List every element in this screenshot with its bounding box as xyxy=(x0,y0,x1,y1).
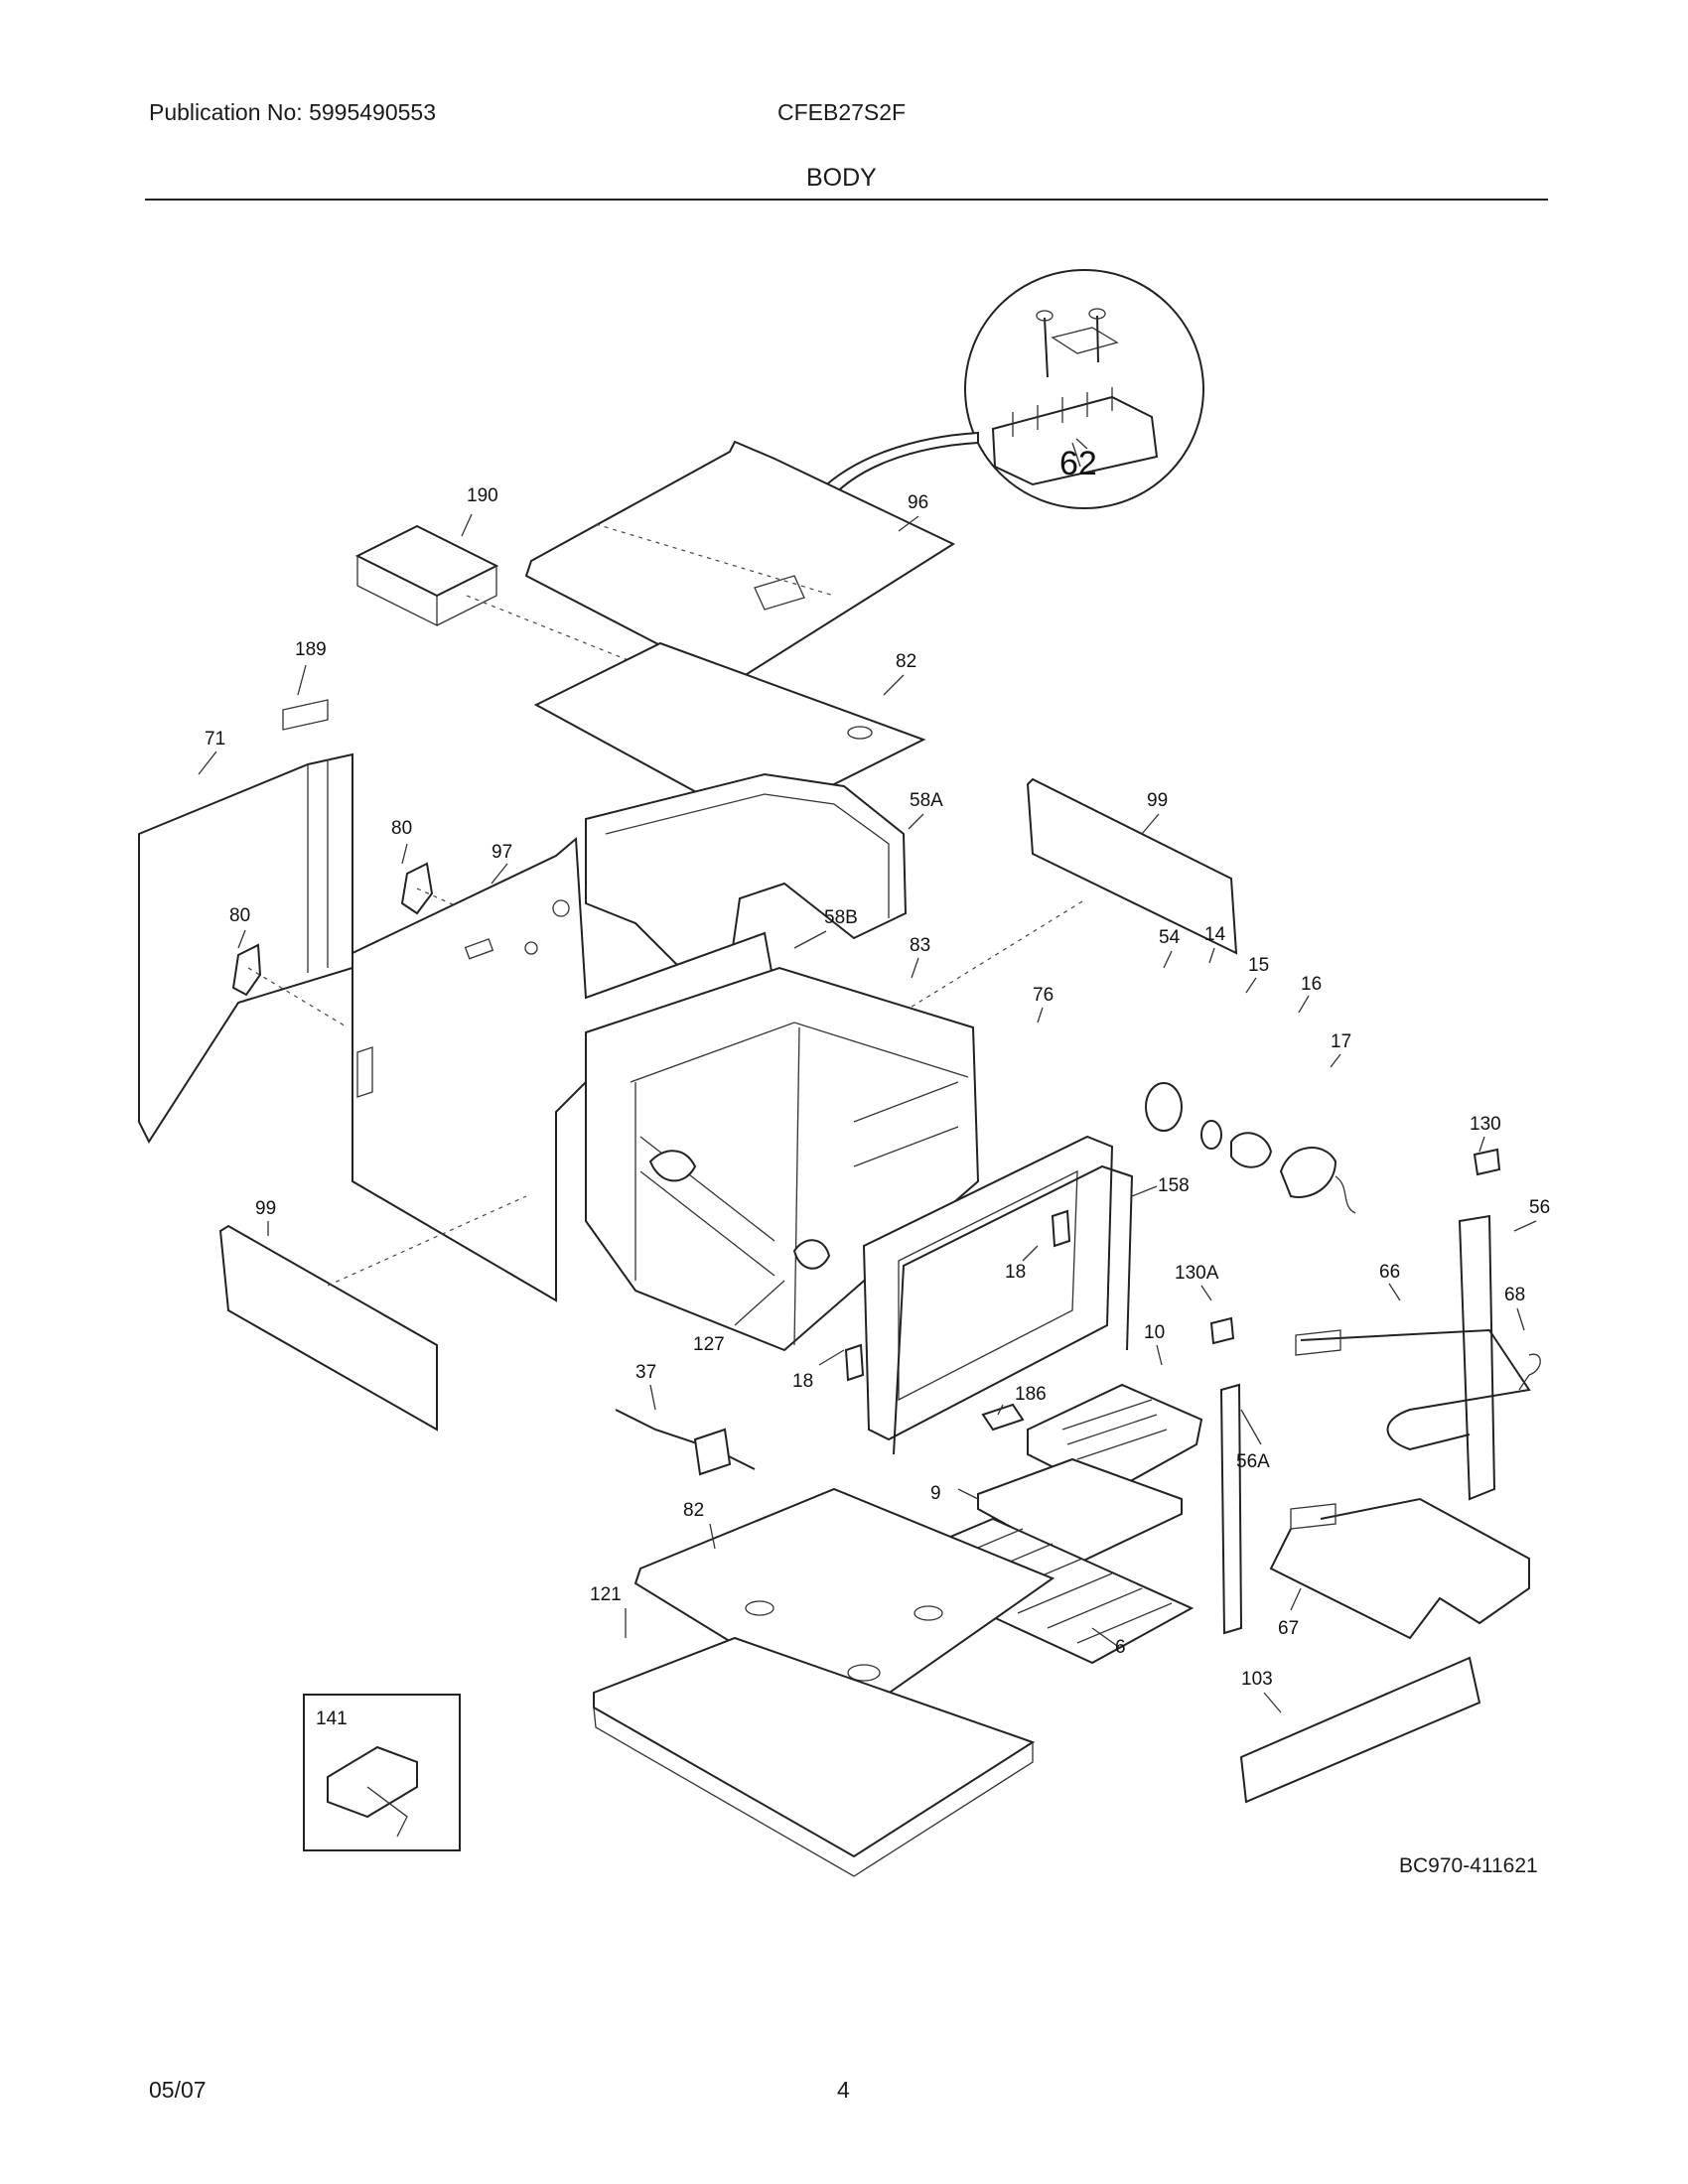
callout-18-upper: 18 xyxy=(1005,1262,1026,1283)
thermostat-inset-141 xyxy=(303,1694,461,1851)
leader-lines xyxy=(198,438,1537,1713)
callout-37: 37 xyxy=(635,1362,656,1383)
callout-99-top: 99 xyxy=(1147,790,1168,811)
vent-duct-56 xyxy=(1458,1214,1496,1501)
bottom-pan-121 xyxy=(593,1636,1036,1858)
callout-103: 103 xyxy=(1241,1669,1273,1690)
callout-18-lower: 18 xyxy=(792,1371,813,1392)
callout-83: 83 xyxy=(910,935,930,956)
control-panel-103 xyxy=(1239,1656,1481,1804)
page-number: 4 xyxy=(837,2077,850,2103)
callout-56: 56 xyxy=(1529,1197,1550,1218)
hinge-receiver-18-lower xyxy=(844,1343,865,1382)
callout-99-bottom: 99 xyxy=(255,1198,276,1219)
lamp-wire-17 xyxy=(1335,1175,1356,1214)
support-56a xyxy=(1219,1383,1243,1635)
diagram-code: BC970-411621 xyxy=(1399,1854,1538,1877)
lamp-socket-54 xyxy=(1145,1082,1183,1132)
rear-panel-99-bottom xyxy=(218,1224,438,1432)
detail-circle-terminal-block xyxy=(964,269,1204,509)
callout-67: 67 xyxy=(1278,1618,1299,1639)
callout-127: 127 xyxy=(693,1334,725,1355)
door-gasket-76 xyxy=(862,1135,1114,1441)
header-rule xyxy=(145,199,1548,201)
callouts: 62 190 96 189 82 71 80 97 58A 99 80 58B … xyxy=(205,445,1550,1729)
bake-element-67 xyxy=(1269,1497,1530,1640)
callout-80-lower: 80 xyxy=(229,905,250,926)
callout-158: 158 xyxy=(1158,1175,1190,1196)
callout-71: 71 xyxy=(205,729,225,750)
callout-189: 189 xyxy=(295,639,327,660)
callout-80-upper: 80 xyxy=(391,818,412,839)
callout-15: 15 xyxy=(1248,955,1269,976)
callout-54: 54 xyxy=(1159,927,1181,948)
model-number: CFEB27S2F xyxy=(777,99,907,125)
callout-14: 14 xyxy=(1204,924,1226,945)
section-title: BODY xyxy=(806,164,877,192)
insulation-wrap-58a xyxy=(585,772,908,985)
bracket-190 xyxy=(354,524,499,598)
clip-68 xyxy=(1518,1353,1541,1391)
callout-6: 6 xyxy=(1115,1637,1126,1658)
lamp-bulb-15 xyxy=(1230,1132,1273,1168)
callout-97: 97 xyxy=(492,842,512,863)
callout-66: 66 xyxy=(1379,1262,1400,1283)
publication-number: Publication No: 5995490553 xyxy=(149,99,437,125)
rear-panel-99-top xyxy=(1026,777,1238,955)
broil-pan-9 xyxy=(977,1457,1183,1566)
broil-element-66 xyxy=(1300,1328,1531,1451)
callout-82-top: 82 xyxy=(896,651,916,672)
top-panel-96 xyxy=(524,440,956,685)
side-panel-71 xyxy=(138,752,353,1145)
callout-121: 121 xyxy=(590,1584,622,1605)
wire-harness-37 xyxy=(615,1409,756,1470)
door-seal-158 xyxy=(893,1164,1134,1455)
callout-190: 190 xyxy=(467,485,498,506)
bottom-panel-82 xyxy=(633,1487,1055,1719)
lamp-cover-16 xyxy=(1279,1147,1337,1198)
callout-16: 16 xyxy=(1301,974,1322,995)
callout-58b: 58B xyxy=(824,907,858,928)
callout-17: 17 xyxy=(1331,1031,1351,1052)
callout-10: 10 xyxy=(1144,1322,1165,1343)
insulation-82-top xyxy=(533,641,926,826)
hinge-receiver-18-upper xyxy=(1051,1209,1071,1248)
footer-date: 05/07 xyxy=(149,2077,207,2103)
bracket-186 xyxy=(981,1403,1025,1432)
callout-68: 68 xyxy=(1504,1285,1525,1305)
callout-62: 62 xyxy=(1059,445,1097,482)
callout-82-bottom: 82 xyxy=(683,1500,704,1521)
callout-186: 186 xyxy=(1015,1384,1047,1405)
callout-58a: 58A xyxy=(910,790,943,811)
callout-56a: 56A xyxy=(1236,1451,1270,1472)
callout-130: 130 xyxy=(1470,1114,1501,1135)
callout-130a: 130A xyxy=(1175,1263,1219,1284)
callout-141: 141 xyxy=(316,1708,348,1729)
callout-76: 76 xyxy=(1033,985,1054,1006)
callout-9: 9 xyxy=(930,1483,941,1504)
lamp-ring-14 xyxy=(1200,1120,1222,1150)
callout-96: 96 xyxy=(908,492,928,513)
